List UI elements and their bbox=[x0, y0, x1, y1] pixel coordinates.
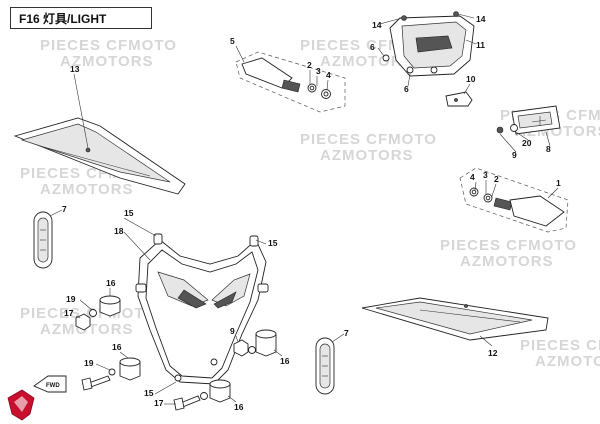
callout-15: 15 bbox=[124, 208, 134, 218]
callout-16: 16 bbox=[280, 356, 290, 366]
callout-8: 8 bbox=[546, 144, 551, 154]
callout-14: 14 bbox=[372, 20, 382, 30]
part-5-front-turn-signal: 5 2 3 4 bbox=[230, 36, 346, 113]
callout-20: 20 bbox=[522, 138, 532, 148]
callout-5: 5 bbox=[230, 36, 235, 46]
callout-12: 12 bbox=[488, 348, 498, 358]
callout-7: 7 bbox=[344, 328, 349, 338]
callout-16: 16 bbox=[106, 278, 116, 288]
callout-10: 10 bbox=[466, 74, 476, 84]
callout-15: 15 bbox=[268, 238, 278, 248]
callout-14: 14 bbox=[476, 14, 486, 24]
callout-16: 16 bbox=[234, 402, 244, 412]
callout-9: 9 bbox=[512, 150, 517, 160]
callout-17: 17 bbox=[64, 308, 74, 318]
callout-4: 4 bbox=[326, 70, 331, 80]
part-1-rear-turn-signal: 1 4 3 2 bbox=[459, 167, 569, 233]
diagram-title: F16 灯具/LIGHT bbox=[10, 7, 152, 29]
part-18-headlight: 15 15 15 18 bbox=[114, 208, 278, 398]
watermark-text: AZMOTORS bbox=[40, 181, 134, 198]
part-11-tail-lamp: 14 14 11 6 6 bbox=[370, 11, 486, 94]
watermark-group: PIECES CFMOTO AZMOTORS PIECES CFMOTO AZM… bbox=[20, 37, 600, 370]
part-13-side-panel: 13 bbox=[13, 64, 186, 195]
hardware-left-lower: 19 16 bbox=[81, 342, 141, 391]
callout-3: 3 bbox=[316, 66, 321, 76]
callout-16: 16 bbox=[112, 342, 122, 352]
watermark-text: PIECES CFMOTO bbox=[20, 305, 157, 322]
callout-17: 17 bbox=[154, 398, 164, 408]
brand-logo-icon bbox=[7, 389, 35, 421]
callout-4: 4 bbox=[470, 172, 475, 182]
callout-6: 6 bbox=[404, 84, 409, 94]
hardware-left-upper: 16 19 17 bbox=[64, 278, 121, 331]
hardware-right: 9 16 bbox=[230, 326, 290, 366]
callout-15: 15 bbox=[144, 388, 154, 398]
hardware-bottom: 17 16 bbox=[154, 379, 244, 412]
callout-1: 1 bbox=[556, 178, 561, 188]
callout-3: 3 bbox=[483, 170, 488, 180]
watermark-text: AZMOTORS bbox=[40, 321, 134, 338]
callout-19: 19 bbox=[84, 358, 94, 368]
callout-19: 19 bbox=[66, 294, 76, 304]
part-12-side-panel: 12 bbox=[361, 297, 549, 358]
callout-2: 2 bbox=[307, 60, 312, 70]
callout-9: 9 bbox=[230, 326, 235, 336]
fwd-arrow-icon: FWD bbox=[33, 375, 67, 393]
callout-18: 18 bbox=[114, 226, 124, 236]
callout-11: 11 bbox=[476, 40, 485, 50]
callout-6: 6 bbox=[370, 42, 375, 52]
watermark-text: AZMOTORS bbox=[320, 53, 414, 70]
fwd-label: FWD bbox=[46, 383, 60, 389]
part-7-reflector-lower: 7 bbox=[315, 328, 349, 395]
part-8-plate-lamp: 9 20 8 bbox=[496, 105, 561, 160]
callout-13: 13 bbox=[70, 64, 80, 74]
watermark-text: PIECES CFMOTO bbox=[40, 37, 177, 54]
watermark-text: PIECES CFMOTO bbox=[520, 337, 600, 354]
callout-7: 7 bbox=[62, 204, 67, 214]
callout-2: 2 bbox=[494, 174, 499, 184]
watermark-text: PIECES CFMOTO bbox=[440, 237, 577, 254]
watermark-text: AZMOTORS bbox=[60, 53, 154, 70]
part-10-bracket: 10 bbox=[445, 74, 476, 107]
watermark-text: AZMOTORS bbox=[535, 353, 600, 370]
part-7-reflector-upper: 7 bbox=[33, 204, 67, 269]
watermark-text: PIECES CFMOTO bbox=[300, 131, 437, 148]
watermark-text: AZMOTORS bbox=[460, 253, 554, 270]
watermark-text: AZMOTORS bbox=[320, 147, 414, 164]
